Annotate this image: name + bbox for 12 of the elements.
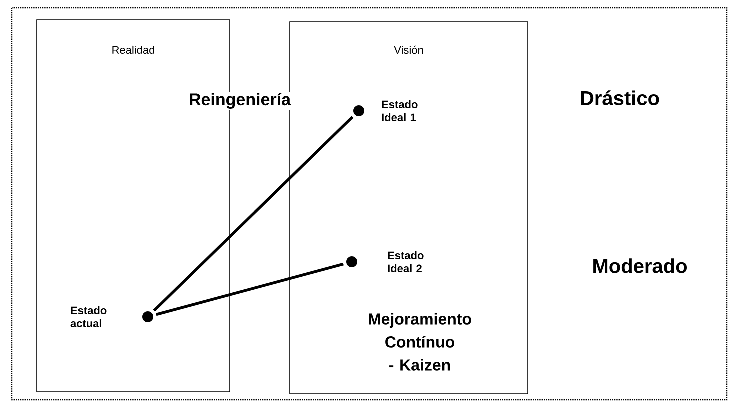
label-text: Drástico: [579, 90, 662, 106]
dot: [346, 256, 358, 268]
state-label: Estado actual: [70, 306, 107, 328]
state-label: Estado Ideal 2: [388, 251, 424, 273]
connector-line: [153, 116, 354, 312]
label-text: Reingeniería: [188, 92, 292, 110]
dot: [142, 312, 154, 322]
connector-line: [156, 262, 344, 316]
label-text: Mejoramiento Contínuo - Kaizen: [354, 312, 486, 372]
label-text: Moderado: [591, 258, 689, 274]
state-label: Estado Ideal 1: [382, 100, 418, 122]
dot: [354, 106, 364, 116]
